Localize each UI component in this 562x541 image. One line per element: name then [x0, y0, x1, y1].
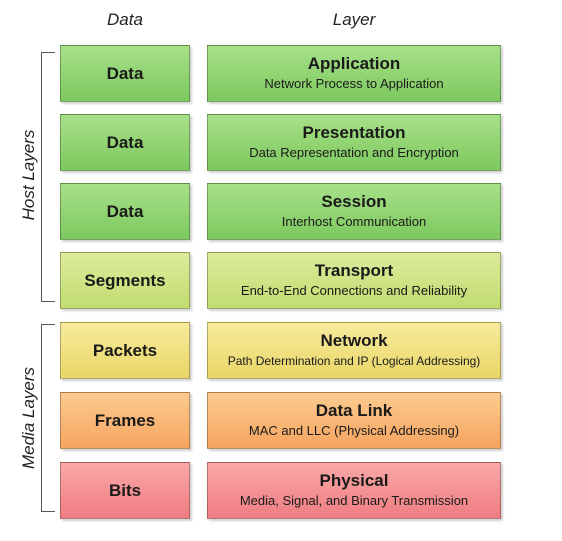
- layer-description: MAC and LLC (Physical Addressing): [248, 423, 460, 438]
- data-unit-application: Data: [60, 45, 190, 102]
- data-unit-transport: Segments: [60, 252, 190, 309]
- layer-column-header: Layer: [332, 10, 376, 29]
- data-unit-data-link: Frames: [60, 392, 190, 449]
- data-unit-presentation: Data: [60, 114, 190, 171]
- media-layers-bracket: [41, 324, 55, 512]
- layer-name: Network: [320, 331, 388, 350]
- host-layers-bracket: [41, 52, 55, 302]
- data-unit-network: Packets: [60, 322, 190, 379]
- layer-session: Session Interhost Communication: [207, 183, 501, 240]
- layer-physical: Physical Media, Signal, and Binary Trans…: [207, 462, 501, 519]
- layer-description: Data Representation and Encryption: [249, 145, 459, 160]
- layer-name: Session: [321, 192, 387, 211]
- layer-transport: Transport End-to-End Connections and Rel…: [207, 252, 501, 309]
- layer-description: End-to-End Connections and Reliability: [240, 283, 468, 298]
- layer-description: Media, Signal, and Binary Transmission: [239, 493, 469, 508]
- layer-network: Network Path Determination and IP (Logic…: [207, 322, 501, 379]
- layer-data-link: Data Link MAC and LLC (Physical Addressi…: [207, 392, 501, 449]
- layer-name: Transport: [314, 261, 394, 280]
- data-unit-session: Data: [60, 183, 190, 240]
- data-unit-physical: Bits: [60, 462, 190, 519]
- media-layers-label: Media Layers: [19, 366, 38, 470]
- host-layers-label: Host Layers: [19, 129, 38, 221]
- layer-name: Presentation: [302, 123, 406, 142]
- layer-application: Application Network Process to Applicati…: [207, 45, 501, 102]
- layer-name: Application: [307, 54, 401, 73]
- data-column-header: Data: [107, 10, 143, 29]
- layer-name: Data Link: [315, 401, 393, 420]
- layer-name: Physical: [319, 471, 389, 490]
- layer-description: Network Process to Application: [264, 76, 444, 91]
- layer-description: Path Determination and IP (Logical Addre…: [227, 354, 481, 368]
- layer-description: Interhost Communication: [281, 214, 427, 229]
- layer-presentation: Presentation Data Representation and Enc…: [207, 114, 501, 171]
